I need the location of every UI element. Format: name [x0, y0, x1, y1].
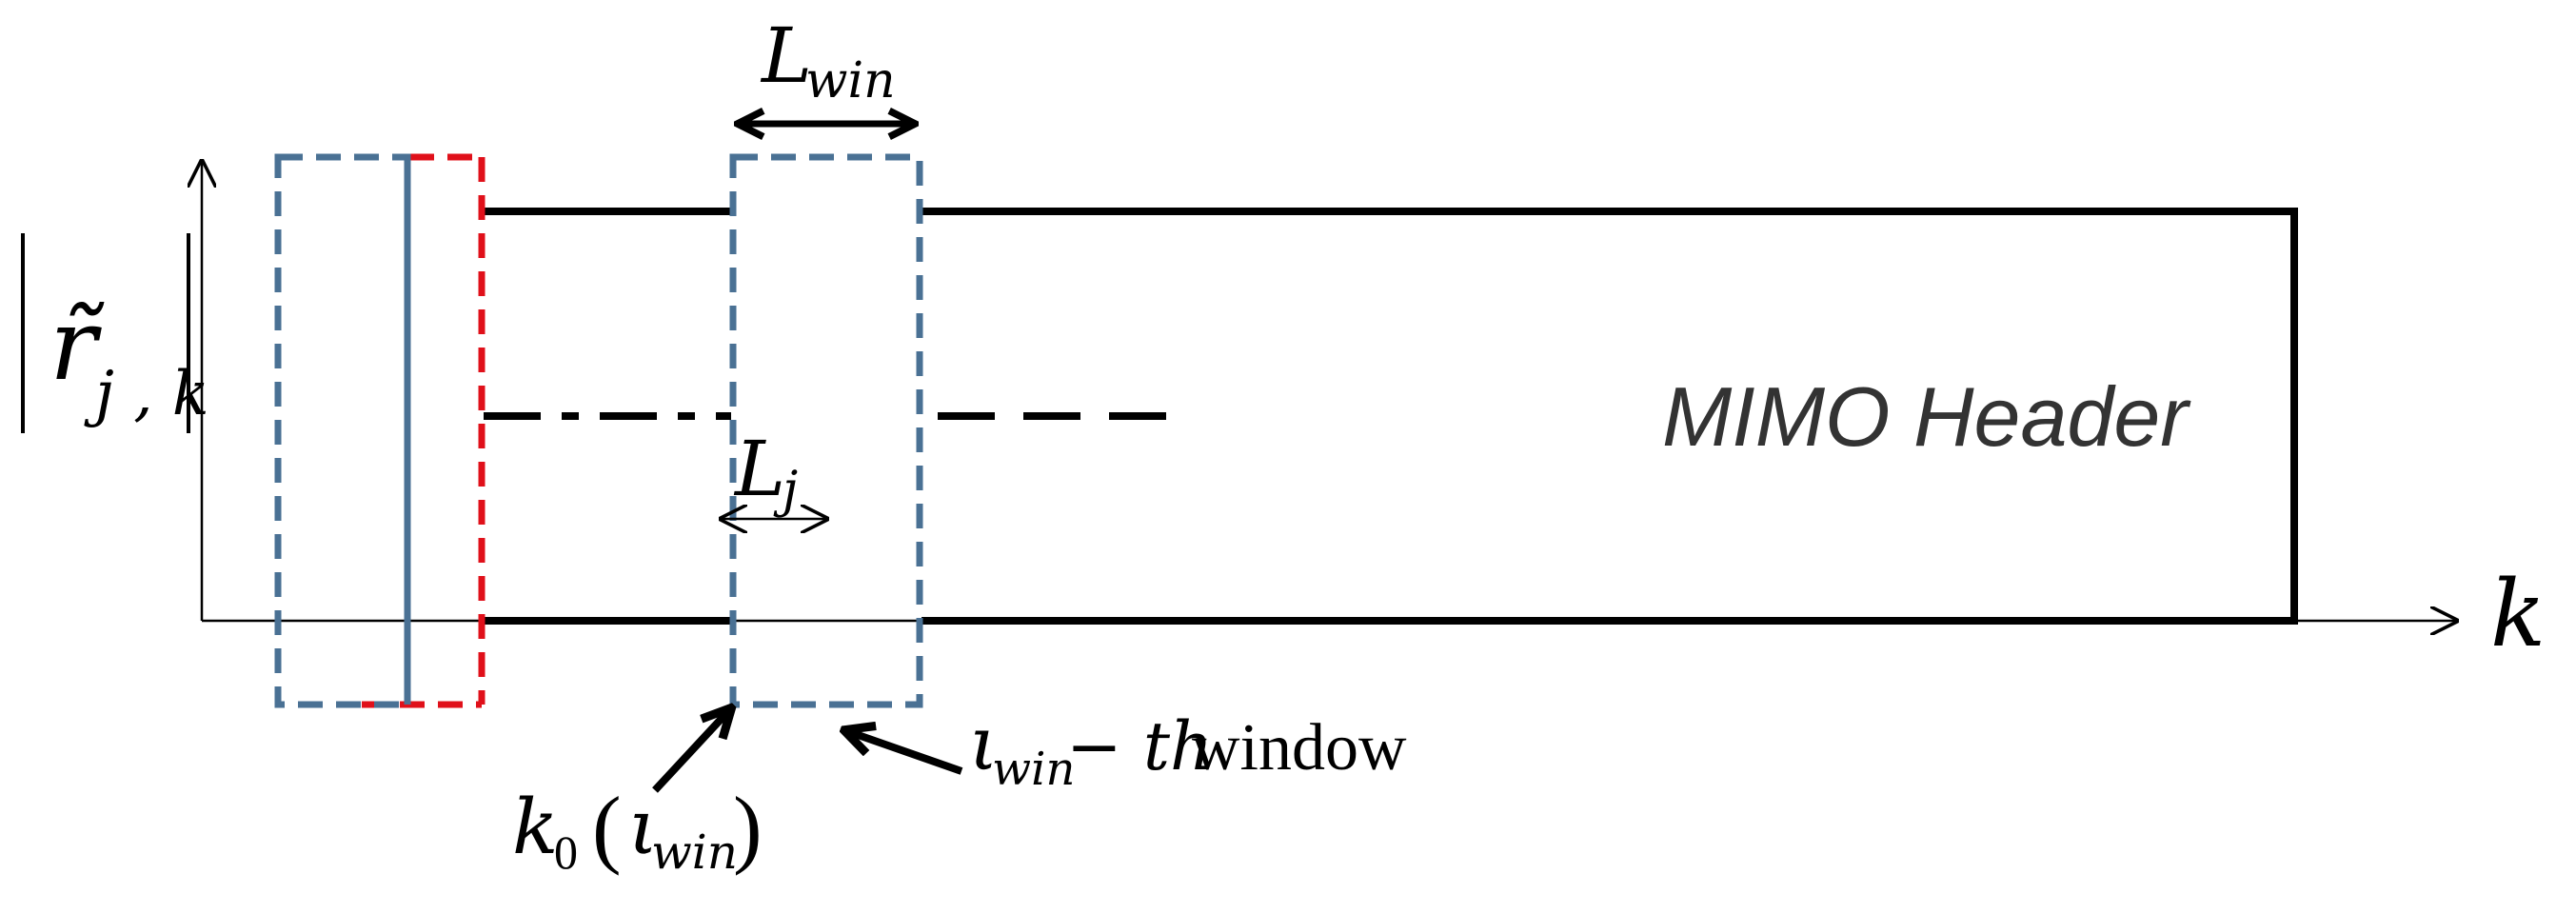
start-index-open-paren: ( [592, 779, 622, 876]
prev-window-blue [274, 153, 411, 708]
y-axis-symbol: r̃ [50, 287, 104, 403]
window-length-symbol: L [760, 11, 812, 100]
current-window [729, 153, 923, 708]
window-length-label: L win [760, 11, 896, 109]
window-caption-th: − th [1066, 707, 1213, 785]
offset-length-symbol: L [733, 425, 785, 513]
window-caption-symbol: ι [969, 702, 999, 787]
window-caption: ι win − th window [969, 702, 1407, 796]
start-index-arg-subscript: win [651, 825, 738, 880]
x-axis-label: k [2490, 561, 2546, 667]
window-length-subscript: win [805, 52, 896, 109]
start-index-arg-symbol: ι [628, 783, 658, 871]
start-index-arrow [652, 710, 729, 793]
window-caption-word: window [1192, 711, 1407, 785]
start-index-label: k 0 ( ι win ) [512, 779, 763, 880]
start-index-symbol: k [512, 783, 558, 871]
offset-length-label: L j [733, 425, 798, 519]
window-caption-subscript: win [992, 743, 1075, 796]
mimo-header-label: MIMO Header [1662, 369, 2191, 464]
start-index-subscript: 0 [554, 825, 578, 879]
window-caption-arrow [847, 731, 963, 775]
y-axis-label: r̃ j , k [21, 233, 209, 433]
start-index-close-paren: ) [733, 779, 763, 876]
